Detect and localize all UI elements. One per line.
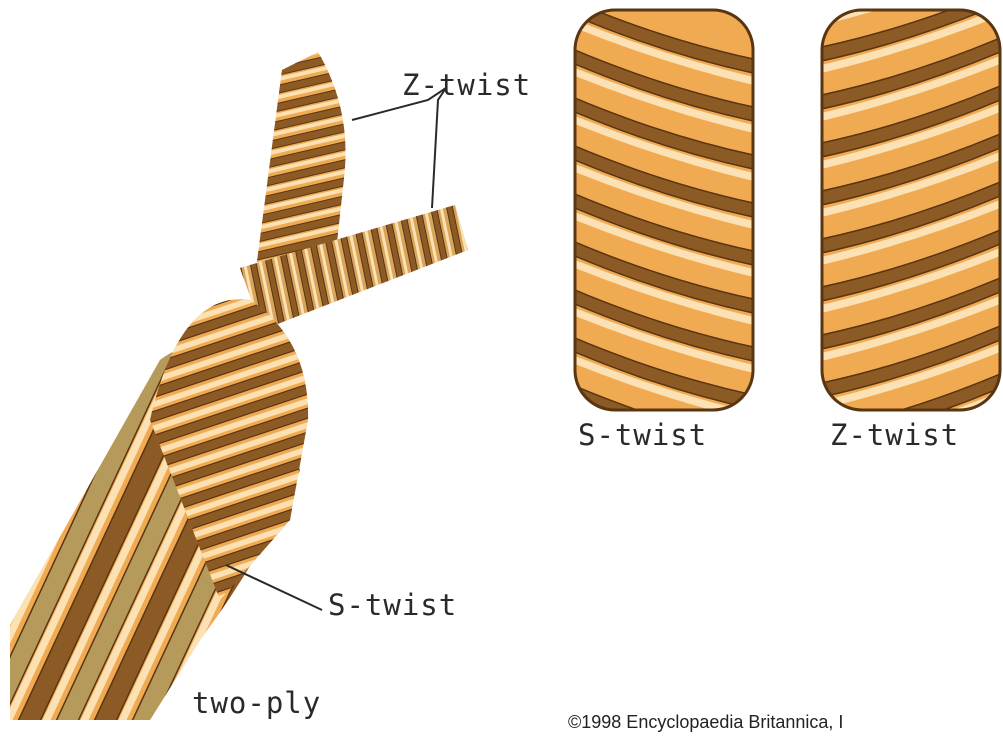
label-z-twist-rope: Z-twist — [830, 418, 959, 452]
label-z-twist-top: Z-twist — [402, 68, 531, 102]
label-two-ply: two-ply — [192, 686, 321, 720]
twist-stripe — [290, 330, 498, 744]
twist-stripe — [570, 450, 758, 518]
twist-stripe — [304, 330, 526, 744]
label-s-twist-rope: S-twist — [578, 418, 707, 452]
twist-stripe — [460, 195, 496, 340]
label-s-twist-strand: S-twist — [328, 588, 457, 622]
z-twist-rope — [817, 0, 1003, 458]
s-twist-leader — [226, 565, 322, 610]
twist-stripe — [485, 195, 518, 340]
copyright-notice: ©1998 Encyclopaedia Britannica, I — [568, 712, 843, 733]
z-twist-leader-2 — [432, 88, 446, 208]
twist-stripe — [444, 195, 480, 340]
twist-stripe — [0, 330, 4, 744]
twist-stripe — [342, 330, 564, 744]
twist-stripe — [476, 195, 512, 340]
twist-stripe — [469, 195, 502, 340]
twist-stripe — [366, 330, 574, 744]
twist-stripe — [328, 330, 536, 744]
twist-stripe — [453, 195, 486, 340]
twist-stripe — [380, 330, 602, 744]
